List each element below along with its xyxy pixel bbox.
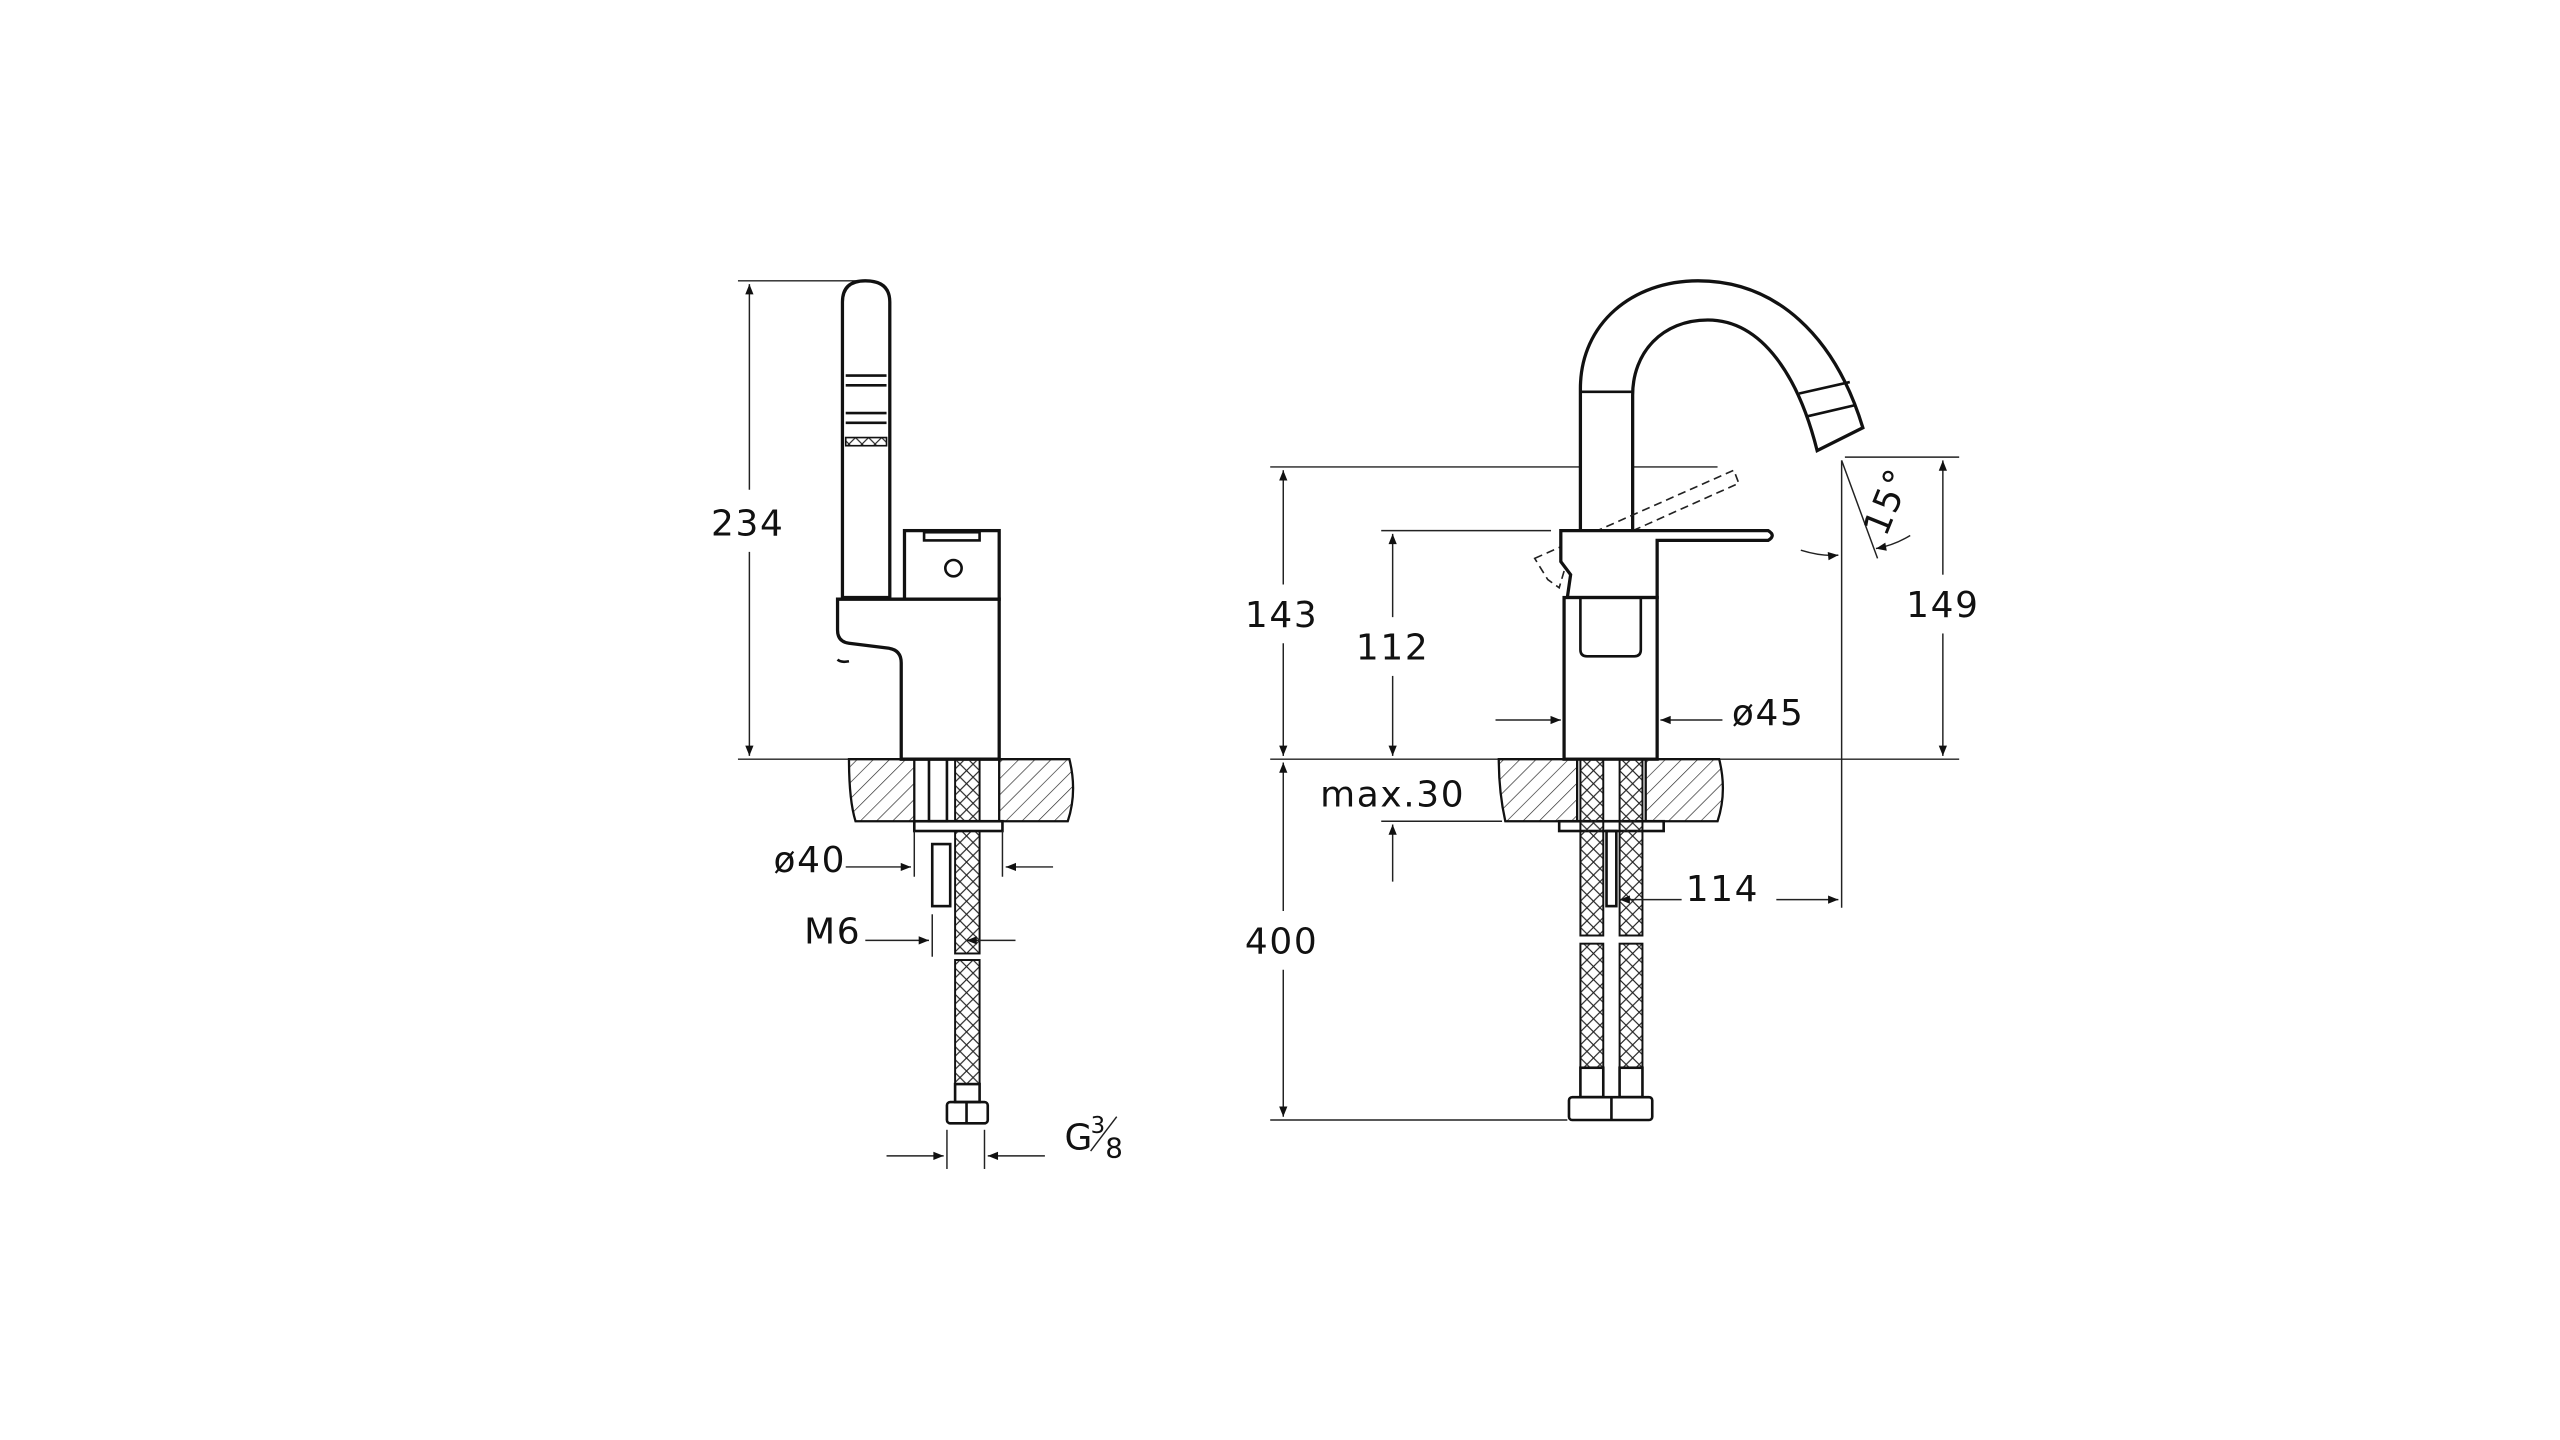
- countertop-section: [847, 758, 916, 823]
- lever-handle: [1559, 528, 1774, 600]
- threaded-rod: [930, 842, 952, 908]
- aerator: [844, 436, 888, 447]
- diameter-45-label: ø45: [1732, 693, 1805, 734]
- svg-text:G: G: [1064, 1117, 1093, 1158]
- thread-m6-label: M6: [804, 912, 861, 953]
- angle-15-label: 15°: [1856, 462, 1920, 541]
- height-234-label: 234: [711, 504, 784, 545]
- supply-hose: [954, 830, 981, 955]
- supply-hoses: [1567, 758, 1654, 1122]
- svg-text:3: 3: [1091, 1113, 1107, 1139]
- side-view: 234 ø40: [711, 279, 1124, 1169]
- mixer-body: [835, 597, 1001, 761]
- gooseneck-spout: [1578, 279, 1865, 600]
- svg-text:8: 8: [1105, 1132, 1124, 1165]
- height-143-label: 143: [1245, 595, 1318, 636]
- countertop-section: [1644, 758, 1724, 823]
- washer: [1557, 819, 1665, 833]
- mixer-body: [1562, 595, 1659, 761]
- handle-block: [902, 528, 1001, 601]
- height-149-label: 149: [1906, 585, 1979, 626]
- height-112-label: 112: [1356, 628, 1429, 669]
- connection-g38-label: G 3 8: [1064, 1113, 1124, 1165]
- countertop-section: [998, 758, 1075, 823]
- max-30-label: max.30: [1320, 775, 1465, 816]
- diameter-40-label: ø40: [774, 840, 847, 881]
- countertop-section: [1497, 758, 1579, 823]
- front-view: 143 400 112 max.30 ø45: [1245, 279, 1979, 1122]
- washer: [912, 819, 1004, 833]
- reach-114-label: 114: [1686, 869, 1759, 910]
- hose-length-400-label: 400: [1245, 921, 1318, 962]
